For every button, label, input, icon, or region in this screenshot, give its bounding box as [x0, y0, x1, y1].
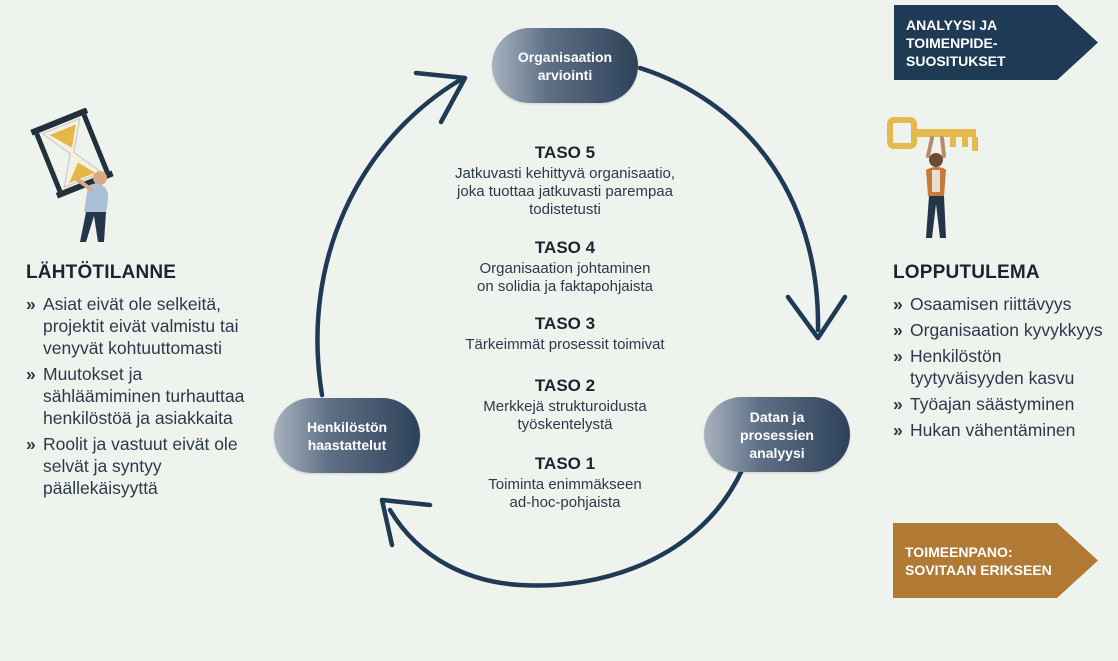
analysis-banner: ANALYYSI JA TOIMENPIDE- SUOSITUKSET: [894, 5, 1098, 80]
node-staff-interviews: Henkilöstön haastattelut: [274, 398, 420, 473]
level-title: TASO 4: [534, 238, 596, 257]
arc-left: [315, 77, 463, 398]
list-item: Osaamisen riittävyys: [893, 293, 1108, 315]
node-data-analysis: Datan ja prosessien analyysi: [704, 397, 850, 472]
level-5: TASO 5 Jatkuvasti kehittyvä organisaatio…: [410, 143, 720, 219]
hourglass-person-illustration: [30, 108, 114, 242]
level-text: Merkkejä strukturoidusta työskentelystä: [483, 398, 647, 433]
level-title: TASO 2: [534, 376, 596, 395]
start-title: LÄHTÖTILANNE: [26, 262, 177, 283]
node-staff-interviews-label: Henkilöstön haastattelut: [306, 418, 388, 453]
level-2: TASO 2 Merkkejä strukturoidusta työskent…: [410, 376, 720, 434]
level-title: TASO 3: [534, 314, 596, 333]
level-title: TASO 1: [534, 454, 596, 473]
analysis-banner-label: ANALYYSI JA TOIMENPIDE- SUOSITUKSET: [906, 16, 1006, 69]
start-list: Asiat eivät ole selkeitä, projektit eivä…: [26, 293, 256, 503]
list-item: Organisaation kyvykkyys: [893, 319, 1108, 341]
list-item: Työajan säästyminen: [893, 393, 1108, 415]
arc-top-right: [637, 65, 821, 333]
level-3: TASO 3 Tärkeimmät prosessit toimivat: [410, 314, 720, 354]
arrowhead-left: [379, 497, 433, 548]
list-item: Roolit ja vastuut eivät ole selvät ja sy…: [26, 433, 256, 499]
key-person-illustration: [887, 117, 978, 238]
level-4: TASO 4 Organisaation johtaminen on solid…: [410, 238, 720, 296]
arrowhead-down: [785, 294, 848, 341]
level-1: TASO 1 Toiminta enimmäkseen ad-hoc-pohja…: [410, 454, 720, 512]
list-item: Hukan vähentäminen: [893, 419, 1108, 441]
arrowhead-up: [413, 70, 468, 125]
list-item: Henkilöstön tyytyväisyyden kasvu: [893, 345, 1108, 389]
implementation-banner: TOIMEENPANO: SOVITAAN ERIKSEEN: [893, 523, 1098, 598]
result-list: Osaamisen riittävyys Organisaation kyvyk…: [893, 293, 1108, 445]
list-item: Asiat eivät ole selkeitä, projektit eivä…: [26, 293, 256, 359]
implementation-banner-label: TOIMEENPANO: SOVITAAN ERIKSEEN: [905, 543, 1052, 578]
node-organisation-assessment: Organisaation arviointi: [492, 28, 638, 103]
level-text: Jatkuvasti kehittyvä organisaatio, joka …: [454, 165, 676, 218]
arc-bottom: [387, 467, 745, 588]
level-text: Organisaation johtaminen on solidia ja f…: [477, 260, 653, 295]
result-title: LOPPUTULEMA: [893, 262, 1040, 283]
level-text: Toiminta enimmäkseen ad-hoc-pohjaista: [488, 476, 642, 511]
level-title: TASO 5: [534, 143, 596, 162]
node-organisation-assessment-label: Organisaation arviointi: [517, 48, 613, 83]
list-item: Muutokset ja sähläämiminen turhauttaa he…: [26, 363, 256, 429]
level-text: Tärkeimmät prosessit toimivat: [465, 336, 665, 353]
node-data-analysis-label: Datan ja prosessien analyysi: [740, 408, 814, 461]
